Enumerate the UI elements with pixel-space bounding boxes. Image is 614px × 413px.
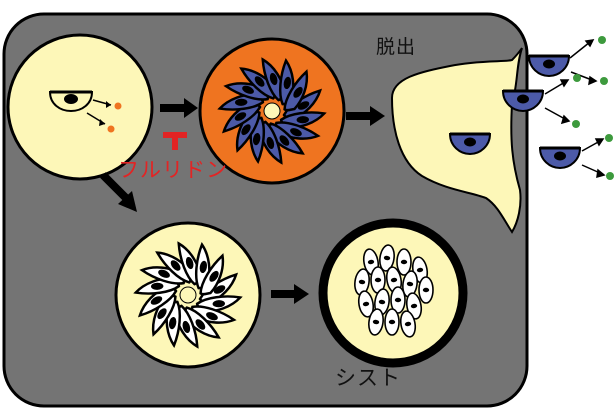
free-spore-icon — [540, 148, 580, 168]
sporangium-center — [180, 287, 196, 303]
green-dot — [598, 36, 606, 44]
green-dot — [606, 172, 614, 180]
label-drug: フルリドン — [118, 154, 228, 184]
cyst-cell-icon — [419, 277, 433, 303]
orange-dot — [108, 126, 115, 133]
green-dot — [573, 74, 581, 82]
label-exit: 脱出 — [376, 32, 416, 59]
label-cyst: シスト — [335, 362, 401, 392]
cyst — [323, 223, 463, 363]
sporangium-center — [264, 103, 280, 119]
cyst-cell-icon — [385, 309, 399, 335]
green-dot — [572, 120, 580, 128]
orange-dot — [115, 103, 122, 110]
free-spore-icon — [529, 56, 569, 76]
green-dot — [605, 134, 613, 142]
green-dot — [600, 77, 608, 85]
cell-white-sporangium — [116, 223, 260, 367]
